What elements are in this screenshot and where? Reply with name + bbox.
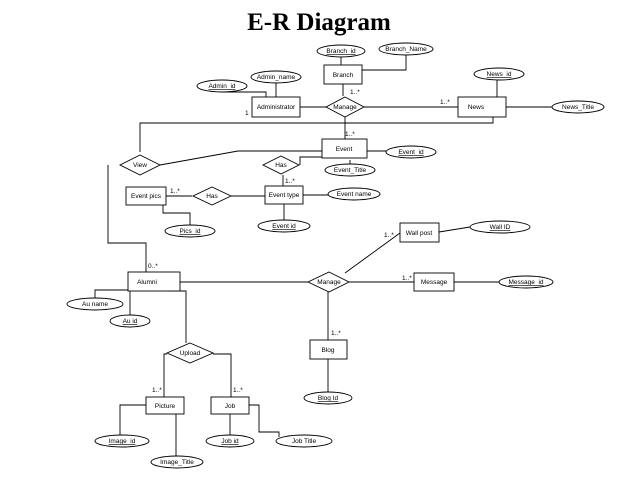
entity-label: Event type [269, 192, 300, 199]
entity-label: Blog [321, 347, 334, 354]
entity-label: Event [336, 146, 353, 153]
entity-blog[interactable]: Blog [309, 339, 348, 360]
entity-message[interactable]: Message [413, 272, 455, 292]
cardinality-picture: 1..* [152, 387, 162, 394]
entity-label: Wall post [406, 230, 433, 237]
relationship-has-pics[interactable]: Has [191, 186, 233, 206]
attribute-label: News_Title [562, 104, 594, 111]
attribute-wall-id[interactable]: Wall ID [469, 220, 531, 234]
relationship-label: Has [206, 193, 218, 200]
entity-label: Alumni [137, 279, 157, 286]
attribute-blog-id[interactable]: Blog Id [303, 391, 353, 405]
cardinality-blog: 1..* [331, 330, 341, 337]
attribute-label: Pics_id [180, 228, 201, 235]
attribute-label: Branch_Name [385, 46, 427, 53]
relationship-upload[interactable]: Upload [165, 342, 215, 364]
cardinality-event: 1..* [345, 131, 355, 138]
entity-job[interactable]: Job [210, 396, 250, 415]
relationship-label: View [133, 162, 147, 169]
entity-alumni[interactable]: Alumni [127, 271, 181, 292]
attribute-label: News_id [487, 71, 512, 78]
attribute-label: Message_id [508, 279, 543, 286]
entity-label: Branch [333, 72, 354, 79]
attribute-admin-id[interactable]: Admin_id [196, 79, 248, 93]
entity-label: Picture [155, 403, 176, 410]
attribute-label: Image_id [109, 438, 136, 445]
entity-news[interactable]: News [457, 96, 507, 118]
attribute-branch-id[interactable]: Branch_id [316, 44, 366, 58]
attribute-news-id[interactable]: News_id [473, 67, 525, 81]
relationship-label: Manage [317, 279, 341, 286]
entity-wall-post[interactable]: Wall post [399, 222, 440, 243]
attribute-label: Au name [82, 301, 108, 308]
entity-label: News [468, 104, 485, 111]
attribute-label: Event id [272, 223, 296, 230]
entity-label: Event pics [131, 193, 162, 200]
attribute-pics-id[interactable]: Pics_id [164, 224, 216, 238]
attribute-admin-name[interactable]: Admin_name [250, 70, 302, 84]
cardinality-event-pics: 1..* [170, 188, 180, 195]
attribute-label: Event_id [398, 149, 424, 156]
attribute-event-name[interactable]: Event name [327, 187, 381, 201]
attribute-label: Event name [337, 191, 372, 198]
attribute-label: Blog Id [318, 395, 339, 402]
attribute-event-title[interactable]: Event_Title [324, 163, 376, 177]
attribute-event-id[interactable]: Event_id [385, 145, 437, 159]
cardinality-wall-post: 1..* [384, 232, 394, 239]
entity-label: Administrator [257, 104, 296, 111]
attribute-message-id[interactable]: Message_id [498, 275, 554, 289]
cardinality-event-type: 1..* [285, 178, 295, 185]
attribute-label: Au id [123, 318, 138, 325]
attribute-au-id[interactable]: Au id [109, 314, 151, 328]
cardinality-message: 1..* [402, 275, 412, 282]
entity-event-type[interactable]: Event type [264, 185, 304, 205]
entity-label: Job [225, 403, 236, 410]
attribute-label: Branch_id [326, 48, 356, 55]
entity-event[interactable]: Event [321, 138, 368, 159]
diagram-title: E-R Diagram [247, 9, 391, 36]
relationship-manage-top[interactable]: Manage [325, 96, 365, 118]
attribute-job-id[interactable]: Job id [205, 434, 255, 448]
attribute-label: Admin_name [257, 74, 296, 81]
entity-event-pics[interactable]: Event pics [125, 186, 167, 206]
attribute-label: Wall ID [490, 224, 511, 231]
cardinality-news: 1..* [440, 99, 450, 106]
relationship-label: Has [275, 162, 287, 169]
cardinality-branch-manage: 1..* [350, 89, 360, 96]
attribute-au-name[interactable]: Au name [66, 297, 124, 311]
attribute-news-title[interactable]: News_Title [551, 100, 605, 114]
attribute-image-id[interactable]: Image_id [94, 434, 150, 448]
attribute-branch-name[interactable]: Branch_Name [378, 42, 434, 56]
entity-picture[interactable]: Picture [145, 396, 185, 415]
attribute-job-title[interactable]: Job Title [275, 434, 333, 448]
relationship-has-event[interactable]: Has [261, 155, 301, 175]
attribute-label: Job id [221, 438, 239, 445]
connector-lines [94, 55, 553, 458]
cardinality-admin: 1 [245, 110, 249, 117]
relationship-view[interactable]: View [118, 154, 162, 176]
attribute-label: Admin_id [208, 83, 235, 90]
entity-administrator[interactable]: Administrator [251, 96, 301, 118]
cardinality-labels: 1 1..* 1..* 1..* 1..* 1..* 1..* 0..* 1..… [148, 89, 450, 394]
entity-branch[interactable]: Branch [323, 64, 363, 85]
attribute-image-title[interactable]: Image_Title [150, 455, 204, 469]
relationship-label: Manage [333, 104, 357, 111]
cardinality-alumni: 0..* [148, 263, 158, 270]
attribute-label: Job Title [292, 438, 317, 445]
attribute-label: Image_Title [160, 459, 194, 466]
attribute-label: Event_Title [334, 167, 367, 174]
entity-label: Message [421, 279, 448, 286]
attribute-event-type-id[interactable]: Event id [257, 219, 311, 233]
relationship-label: Upload [180, 350, 201, 357]
cardinality-job: 1..* [233, 387, 243, 394]
relationship-manage-alumni[interactable]: Manage [306, 271, 351, 293]
